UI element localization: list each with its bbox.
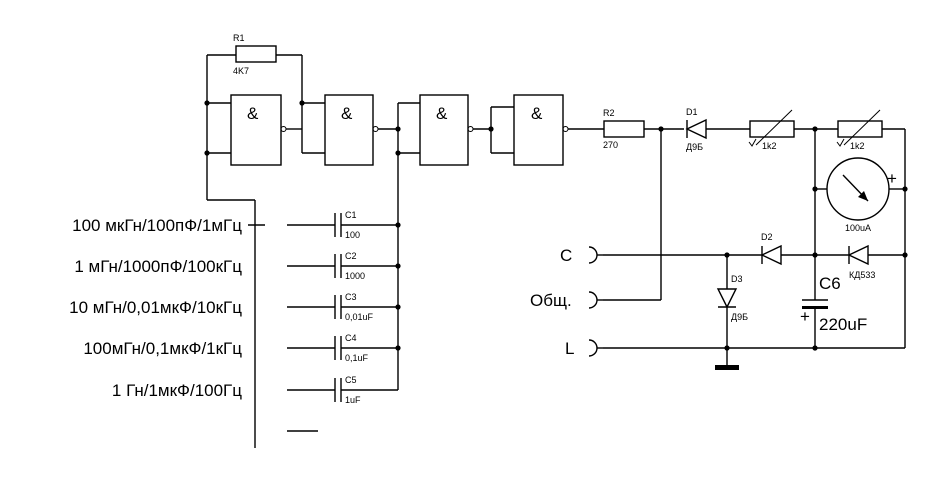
d3-type: Д9Б [731,312,748,322]
c1-name: C1 [345,210,357,220]
l-line [603,345,905,351]
gate-symbol: & [247,104,259,123]
nand-gate-1: & [204,94,302,166]
microammeter: + 100uA [812,129,908,255]
gate-symbol: & [436,104,448,123]
common-line [603,129,662,301]
diode-d1: D1 Д9Б [685,107,750,152]
terminal-c[interactable]: C [560,246,603,265]
c6-value: 220uF [819,315,867,334]
d1-type: Д9Б [686,142,703,152]
gate-symbol: & [531,104,543,123]
c4-name: C4 [345,333,357,343]
c2-name: C2 [345,251,357,261]
capacitor-bank: C1 100 C2 1000 C3 0,01uF [287,153,401,405]
range-labels: 100 мкГн/100пФ/1мГц 1 мГн/1000пФ/100кГц … [69,216,242,400]
gate-symbol: & [341,104,353,123]
terminal-common-label: Общ. [530,291,572,310]
capacitor-c4: C4 0,1uF [287,333,401,363]
terminal-common[interactable]: Общ. [530,291,603,310]
c5-value: 1uF [345,395,361,405]
range-label-4: 100мГн/0,1мкФ/1кГц [83,339,242,358]
terminal-l-label: L [565,339,574,358]
r2-name: R2 [603,108,615,118]
variable-resistor-2: 1k2 [836,109,906,348]
diode-kd533: КД533 [812,244,908,280]
nand-gate-2: & [299,94,398,166]
c1-value: 100 [345,230,360,240]
terminal-c-label: C [560,246,572,265]
capacitor-c5: C5 1uF [287,375,398,405]
c2-value: 1000 [345,271,365,281]
d3-name: D3 [731,274,743,284]
variable-resistor-1: 1k2 [748,109,838,151]
diode-d3: D3 Д9Б [716,255,748,365]
diode-d2: D2 [603,232,815,266]
capacitor-c3: C3 0,01uF [287,292,401,322]
meter-plus: + [887,169,897,188]
capacitor-c2: C2 1000 [287,251,401,281]
nand-gate-4: & [488,94,604,166]
d2-name: D2 [761,232,773,242]
capacitor-c1: C1 100 [287,210,401,240]
d4-type: КД533 [849,270,875,280]
rv2-value: 1k2 [850,141,865,151]
c6-plus: + [800,307,810,326]
range-label-3: 10 мГн/0,01мкФ/10кГц [69,298,242,317]
r1-value: 4K7 [233,66,249,76]
range-label-1: 100 мкГн/100пФ/1мГц [72,216,242,235]
c3-value: 0,01uF [345,312,374,322]
r2-value: 270 [603,140,618,150]
resistor-r1: R1 4K7 [206,33,303,153]
r1-name: R1 [233,33,245,43]
rv1-value: 1k2 [762,141,777,151]
range-label-5: 1 Гн/1мкФ/100Гц [112,381,242,400]
terminal-l[interactable]: L [565,339,603,358]
c4-value: 0,1uF [345,353,369,363]
meter-value: 100uA [845,223,871,233]
range-label-2: 1 мГн/1000пФ/100кГц [74,257,242,276]
c3-name: C3 [345,292,357,302]
resistor-r2: R2 270 [603,108,684,150]
capacitor-c6: + C6 220uF [800,255,867,348]
c6-name: C6 [819,274,841,293]
ground-symbol [715,365,739,370]
c5-name: C5 [345,375,357,385]
range-switch [206,153,318,448]
nand-gate-3: & [395,94,491,166]
d1-name: D1 [686,107,698,117]
